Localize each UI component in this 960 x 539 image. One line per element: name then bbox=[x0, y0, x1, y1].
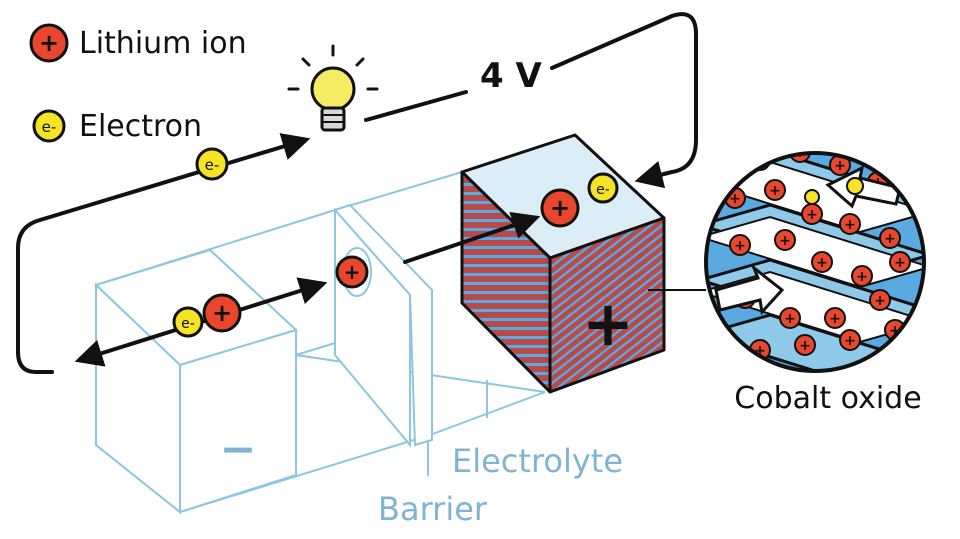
zoom-ion-symbol: + bbox=[856, 269, 868, 285]
zoom-ion-icon bbox=[794, 334, 816, 356]
voltage-label: 4 V bbox=[480, 56, 542, 96]
zoom-arrow-out bbox=[825, 165, 902, 209]
svg-text:+: + bbox=[344, 260, 361, 284]
zoom-ion-symbol: + bbox=[874, 293, 886, 309]
cathode-ion-icon: + bbox=[540, 188, 580, 228]
zoom-ion-symbol: + bbox=[806, 207, 818, 223]
wire-right bbox=[550, 12, 698, 189]
zoom-ion-symbol: + bbox=[784, 311, 796, 327]
anode-ion-icon: + bbox=[202, 293, 242, 333]
zoom-ion-icon bbox=[789, 153, 811, 163]
legend-electron-label: Electron bbox=[79, 109, 202, 144]
zoom-ion-icon bbox=[824, 307, 846, 329]
wire-left bbox=[16, 133, 311, 374]
zoom-ion-icon bbox=[774, 229, 796, 251]
wire-middle bbox=[364, 90, 468, 122]
zoom-ion-icon bbox=[811, 251, 833, 273]
light-bulb-icon bbox=[287, 44, 379, 132]
circuit-electron-symbol: e- bbox=[205, 156, 220, 174]
positive-sign: + bbox=[582, 287, 634, 360]
zoom-ion-symbol: + bbox=[729, 191, 741, 207]
zoom-ion-icon bbox=[764, 179, 786, 201]
zoom-ion-symbol: + bbox=[829, 311, 841, 327]
zoom-ion-symbol: + bbox=[769, 183, 781, 199]
barrier-callout: Barrier bbox=[378, 440, 488, 528]
barrier-label: Barrier bbox=[378, 490, 488, 528]
cathode-ion-arrow bbox=[403, 211, 541, 264]
electrolyte-callout: Electrolyte bbox=[452, 380, 623, 480]
zoom-electron-icon bbox=[846, 177, 864, 195]
negative-sign: − bbox=[220, 424, 257, 475]
zoom-ion-symbol: + bbox=[889, 323, 901, 339]
zoom-ion-icon bbox=[729, 234, 751, 256]
zoom-ion-symbol: + bbox=[794, 145, 806, 161]
barrier-panel bbox=[333, 203, 433, 448]
cathode-label: Cobalt oxide bbox=[734, 381, 921, 416]
zoom-ion-symbol: + bbox=[884, 231, 896, 247]
cathode-zoom: ++++++++++++++++++++++ bbox=[648, 145, 926, 373]
circuit-electron-icon: e- bbox=[195, 147, 229, 181]
svg-text:e-: e- bbox=[181, 316, 195, 332]
zoom-ion-symbol: + bbox=[894, 255, 906, 271]
svg-text:+: + bbox=[550, 194, 570, 222]
svg-text:+: + bbox=[212, 299, 232, 327]
zoom-ion-icon bbox=[869, 289, 891, 311]
legend: + Lithium ion e- Electron bbox=[29, 23, 247, 144]
external-circuit bbox=[16, 12, 698, 374]
legend-electron-symbol: e- bbox=[42, 118, 57, 136]
svg-text:e-: e- bbox=[596, 182, 610, 198]
zoom-ion-icon bbox=[839, 329, 861, 351]
cathode-electron-icon: e- bbox=[587, 172, 619, 204]
cathode-right-face bbox=[548, 216, 666, 394]
zoom-ion-icon bbox=[851, 265, 873, 287]
zoom-ion-symbol: + bbox=[844, 217, 856, 233]
zoom-ion-icon bbox=[889, 251, 911, 273]
zoom-ion-symbol: + bbox=[799, 338, 811, 354]
zoom-ion-symbol: + bbox=[816, 255, 828, 271]
zoom-arrow-in bbox=[714, 263, 785, 316]
legend-lithium-label: Lithium ion bbox=[79, 26, 247, 61]
zoom-ion-symbol: + bbox=[734, 238, 746, 254]
zoom-ion-symbol: + bbox=[754, 343, 766, 359]
anode-electron-icon: e- bbox=[172, 306, 204, 338]
anode-block: − bbox=[94, 248, 298, 515]
zoom-ion-symbol: + bbox=[844, 333, 856, 349]
zoom-electron-icon bbox=[804, 189, 820, 205]
cathode-cube: + + e- bbox=[460, 133, 666, 394]
zoom-ion-icon bbox=[879, 227, 901, 249]
zoom-ion-symbol: + bbox=[779, 233, 791, 249]
legend-electron-icon: e- bbox=[32, 109, 66, 143]
zoom-ion-symbol: + bbox=[834, 158, 846, 174]
legend-lithium-symbol: + bbox=[39, 29, 59, 57]
zoom-ion-icon bbox=[779, 307, 801, 329]
zoom-ion-icon bbox=[839, 213, 861, 235]
legend-lithium-ion-icon: + bbox=[29, 23, 69, 63]
electrolyte-label: Electrolyte bbox=[452, 442, 623, 480]
zoom-frame bbox=[704, 151, 926, 373]
barrier-ion-icon: + bbox=[335, 255, 369, 289]
